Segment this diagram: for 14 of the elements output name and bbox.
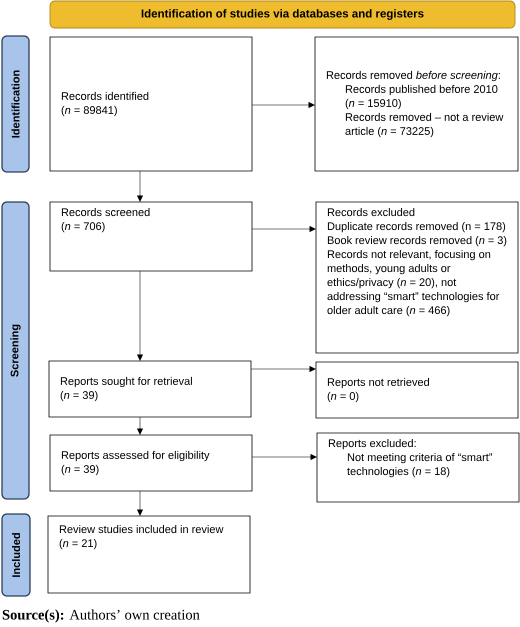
process-box: Records excluded Duplicate records removed (n = 178) Book review records removed (n = 3) Records not relevant, focusing on methods, young adults or ethics/privacy (n = 20), not addressing “smart” technologies for older adult care (n = 466) — [316, 202, 518, 354]
process-box: Records screened (n = 706) — [50, 202, 252, 272]
process-box: Review studies included in review (n = 21) — [48, 516, 250, 594]
process-box: Reports not retrieved (n = 0) — [316, 362, 518, 418]
process-box: Reports excluded: Not meeting criteria of “smart” technologies (n = 18) — [316, 432, 520, 502]
phase-band: Included — [1, 513, 31, 597]
process-box: Reports assessed for eligibility (n = 39) — [50, 434, 252, 492]
phase-band: Screening — [1, 201, 30, 500]
process-box: Records identified (n = 89841) — [50, 36, 252, 172]
caption: Source(s): Authors’ own creation — [2, 609, 200, 623]
process-box: Reports sought for retrieval (n = 39) — [48, 360, 252, 418]
process-box: Records removed before screening: Records published before 2010 (n = 15910) Records removed – not a review article (n = 73225) — [314, 36, 518, 172]
title-banner: Identification of studies via databases and registers — [50, 0, 516, 28]
phase-band: Identification — [1, 35, 30, 173]
